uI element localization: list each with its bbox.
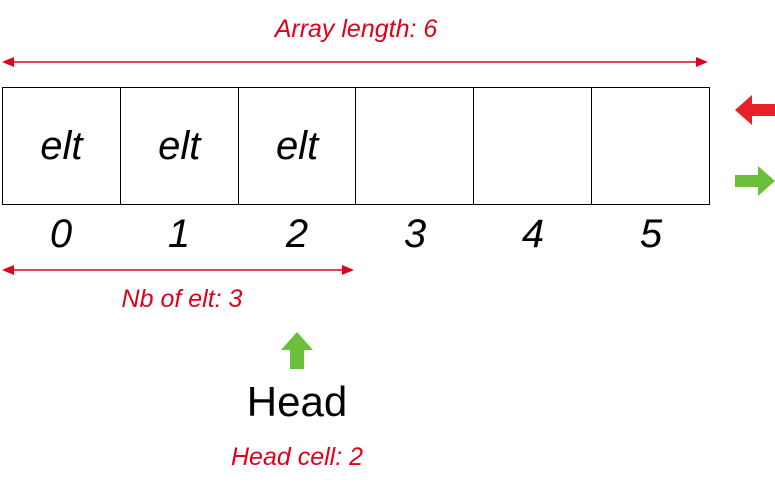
array-cell-2: elt — [239, 88, 357, 204]
right-arrow-icon — [735, 166, 775, 196]
head-cell-label: Head cell: 2 — [230, 443, 364, 471]
head-label: Head — [246, 378, 348, 425]
index-label-1: 1 — [167, 212, 191, 256]
left-arrow-icon — [735, 95, 775, 125]
array: elt elt elt — [2, 87, 710, 205]
index-label-3: 3 — [403, 212, 427, 256]
index-label-2: 2 — [285, 212, 309, 256]
element-count-label: Nb of elt: 3 — [121, 285, 243, 313]
array-length-arrow — [2, 57, 708, 67]
array-cell-0: elt — [3, 88, 121, 204]
array-cell-4 — [474, 88, 593, 204]
index-row: 0 1 2 3 4 5 — [2, 212, 710, 257]
index-label-0: 0 — [49, 212, 73, 256]
element-count-arrow — [2, 265, 354, 275]
array-cell-1: elt — [121, 88, 239, 204]
index-label-5: 5 — [639, 212, 663, 256]
up-arrow-icon — [281, 332, 313, 369]
index-label-4: 4 — [521, 212, 545, 256]
array-length-label: Array length: 6 — [274, 15, 438, 43]
array-cell-3 — [356, 88, 475, 204]
